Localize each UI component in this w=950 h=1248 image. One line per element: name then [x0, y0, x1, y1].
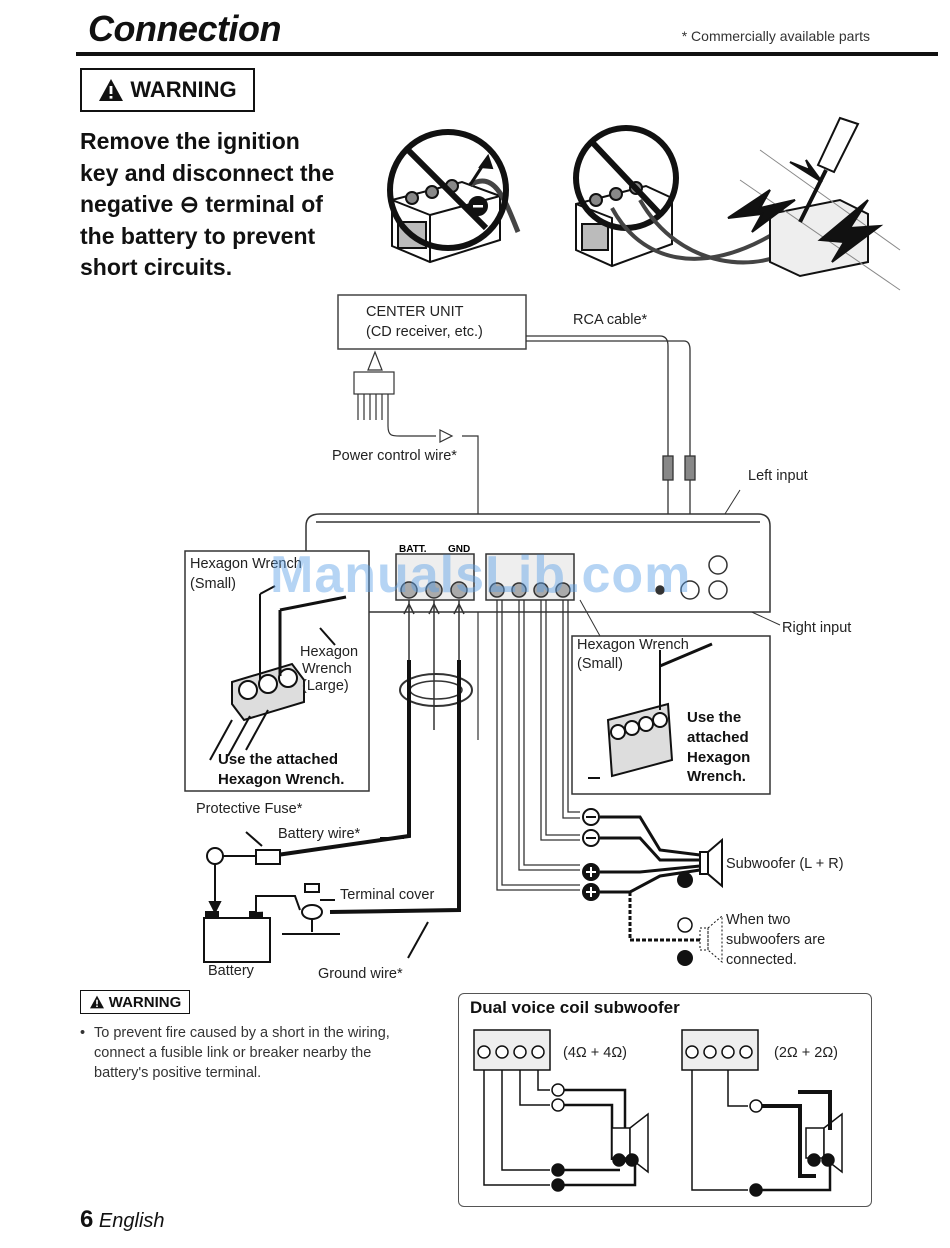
use-attached-left-2: Hexagon Wrench. [218, 771, 345, 788]
grommet [399, 673, 473, 707]
center-unit-label: CENTER UNIT [366, 304, 464, 320]
header-rule [76, 52, 938, 56]
amp-gnd-label: GND [448, 544, 470, 555]
use-attached-right-4: Wrench. [687, 768, 746, 785]
rca-cable [526, 335, 696, 575]
protective-fuse-label: Protective Fuse* [196, 801, 303, 817]
subwoofer-icon [699, 837, 723, 889]
battery-illustration-1 [387, 129, 521, 264]
power-wires [403, 600, 465, 660]
subwoofer-label: Subwoofer (L + R) [726, 856, 844, 872]
center-unit-sublabel: (CD receiver, etc.) [366, 324, 483, 340]
battery-wire-label: Battery wire* [278, 826, 361, 842]
warning-label: WARNING [80, 68, 255, 112]
warning-line-1: Remove the ignition [80, 128, 300, 154]
warning-triangle-icon [99, 79, 124, 101]
hex-small-right-sublabel: (Small) [577, 656, 623, 672]
page-language: English [98, 1210, 165, 1232]
hex-large-label-2: Wrench [302, 661, 352, 677]
battery-label: Battery [208, 963, 254, 979]
hex-small-left-label: Hexagon Wrench [190, 556, 302, 572]
warning-triangle-icon-small [89, 995, 104, 1009]
page-number: 6 [80, 1206, 94, 1233]
amplifier [305, 513, 771, 613]
ohms-left-label: (4Ω + 4Ω) [563, 1045, 627, 1061]
two-subs-line-3: connected. [726, 952, 797, 968]
use-attached-right-3: Hexagon [687, 749, 751, 766]
ground-wire-label: Ground wire* [318, 966, 403, 982]
hex-large-label-1: Hexagon [300, 644, 359, 660]
watermark: ManualsLib.com [270, 546, 692, 604]
right-input-label: Right input [782, 620, 852, 636]
dual-voice-coil-panel [458, 993, 872, 1207]
warning-line-2: key and disconnect the [80, 159, 335, 186]
speaker-wires [496, 600, 580, 891]
hex-large-label-3: (Large) [302, 678, 349, 694]
ground-wire [329, 660, 461, 914]
power-connector [353, 350, 479, 740]
warning-text-bottom: WARNING [108, 993, 182, 1011]
terminal-cover-label: Terminal cover [340, 887, 435, 903]
amp-batt-label: BATT. [399, 544, 427, 555]
two-subs-line-1: When two [726, 912, 791, 928]
two-subs-line-2: subwoofers are [726, 932, 826, 948]
hex-small-right-label: Hexagon Wrench [577, 637, 689, 653]
dual-voice-coil-title: Dual voice coil subwoofer [470, 998, 680, 1017]
warning-text: WARNING [130, 77, 237, 102]
battery-wire [269, 660, 411, 858]
dual-voice-diagram-right [681, 1029, 843, 1197]
center-unit-box [337, 294, 527, 350]
warning-bullet-text: To prevent fire caused by a short in the… [94, 1025, 390, 1081]
dual-voice-diagram-left [473, 1029, 649, 1192]
speaker-terminals [582, 808, 600, 901]
use-attached-left-1: Use the attached [218, 751, 339, 768]
warning-line-4: the battery to prevent [80, 222, 316, 249]
warning-line-5: short circuits. [80, 254, 233, 280]
page-title: Connection [88, 8, 281, 49]
warning-bullet: • To prevent fire caused by a short in t… [80, 1023, 400, 1083]
page-footer: 6 English [80, 1206, 165, 1234]
fuse-and-battery [203, 831, 429, 963]
power-control-wire-label: Power control wire* [332, 448, 457, 464]
use-attached-right-2: attached [687, 729, 749, 746]
ohms-right-label: (2Ω + 2Ω) [774, 1045, 838, 1061]
warning-label-bottom: WARNING [80, 990, 190, 1014]
battery-illustration-2 [573, 116, 901, 291]
warning-line-3: negative ⊖ terminal of [80, 191, 323, 217]
commercial-parts-note: * Commercially available parts [681, 28, 870, 44]
left-input-label: Left input [748, 468, 808, 484]
rca-cable-label: RCA cable* [573, 312, 648, 328]
use-attached-right-1: Use the [687, 709, 742, 726]
warning-instructions: Remove the ignition key and disconnect t… [80, 126, 380, 284]
hex-small-left-sublabel: (Small) [190, 576, 236, 592]
